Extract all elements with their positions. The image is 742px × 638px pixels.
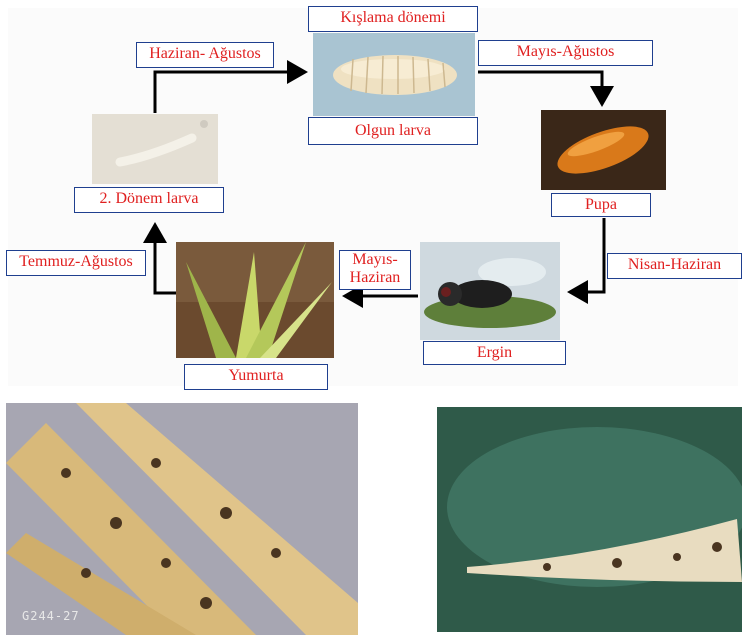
adult-fly-photo — [420, 242, 560, 340]
overwintering-label: Kışlama dönemi — [308, 6, 478, 32]
arrow-mature-larva-to-pupa — [478, 72, 602, 104]
root-illustration-right — [437, 407, 742, 632]
may-june-label-line2: Haziran — [350, 269, 401, 286]
july-august-label: Temmuz-Ağustos — [6, 250, 146, 276]
june-august-label: Haziran- Ağustos — [136, 42, 274, 68]
second-instar-larva-photo — [92, 114, 218, 184]
seedling-illustration — [176, 242, 334, 358]
larva-illustration — [313, 33, 475, 116]
may-june-label-line1: Mayıs- — [352, 251, 397, 268]
pupa-photo — [541, 110, 666, 190]
small-larva-illustration — [92, 114, 218, 184]
roots-illustration-left — [6, 403, 358, 635]
arrow-pupa-to-adult — [570, 218, 604, 292]
april-june-label: Nisan-Haziran — [607, 253, 742, 279]
mature-larva-label: Olgun larva — [308, 117, 478, 145]
may-august-label: Mayıs-Ağustos — [478, 40, 653, 66]
may-june-label: Mayıs- Haziran — [339, 250, 411, 290]
fly-illustration — [420, 242, 560, 340]
egg-label: Yumurta — [184, 364, 328, 390]
mature-larva-photo — [313, 33, 475, 116]
egg-site-photo — [176, 242, 334, 358]
damaged-roots-photo-left: G244-27 — [6, 403, 358, 635]
second-instar-label: 2. Dönem larva — [74, 187, 224, 213]
photo-code-label: G244-27 — [22, 609, 80, 623]
pupa-illustration — [541, 110, 666, 190]
adult-label: Ergin — [423, 341, 566, 365]
pupa-label: Pupa — [551, 193, 651, 217]
damaged-root-photo-right — [437, 407, 742, 632]
arrow-egg-to-second-instar — [155, 225, 177, 293]
arrow-second-instar-to-mature-larva — [155, 72, 305, 113]
